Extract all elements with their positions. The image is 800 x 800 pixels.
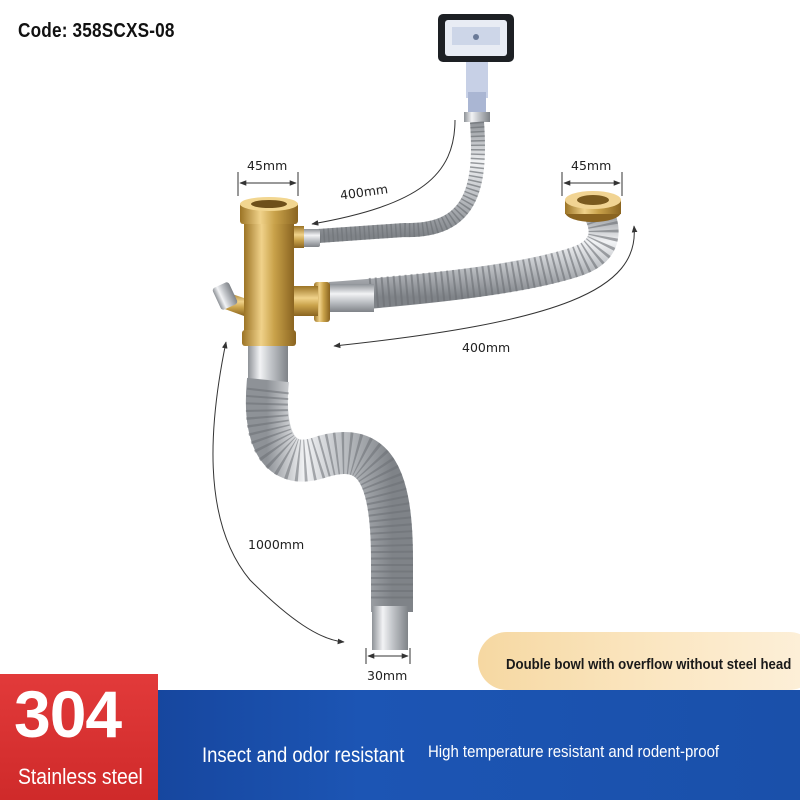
right-inlet-nut (565, 191, 621, 222)
variant-pill (478, 632, 800, 690)
overflow-hose (317, 121, 485, 243)
material-badge (0, 674, 158, 800)
material-label: Stainless steel (18, 764, 143, 789)
variant-label: Double bowl with overflow without steel … (506, 656, 792, 673)
dim-outlet-diameter: 30mm (367, 668, 407, 683)
dimension-lines (212, 119, 638, 664)
dim-top-right-width: 45mm (571, 158, 611, 173)
feature-temperature-rodent: High temperature resistant and rodent-pr… (428, 742, 720, 761)
overflow-plate (438, 14, 514, 122)
dim-main-hose-length: 1000mm (248, 537, 304, 552)
dim-top-left-width: 45mm (247, 158, 287, 173)
brass-tee-body (212, 197, 318, 346)
product-code: Code: 358SCXS-08 (18, 20, 175, 42)
feature-insect-odor: Insect and odor resistant (202, 744, 405, 767)
dim-side-hose-length: 400mm (462, 340, 510, 355)
material-grade: 304 (14, 677, 122, 751)
dim-overflow-hose-length: 400mm (339, 181, 389, 203)
